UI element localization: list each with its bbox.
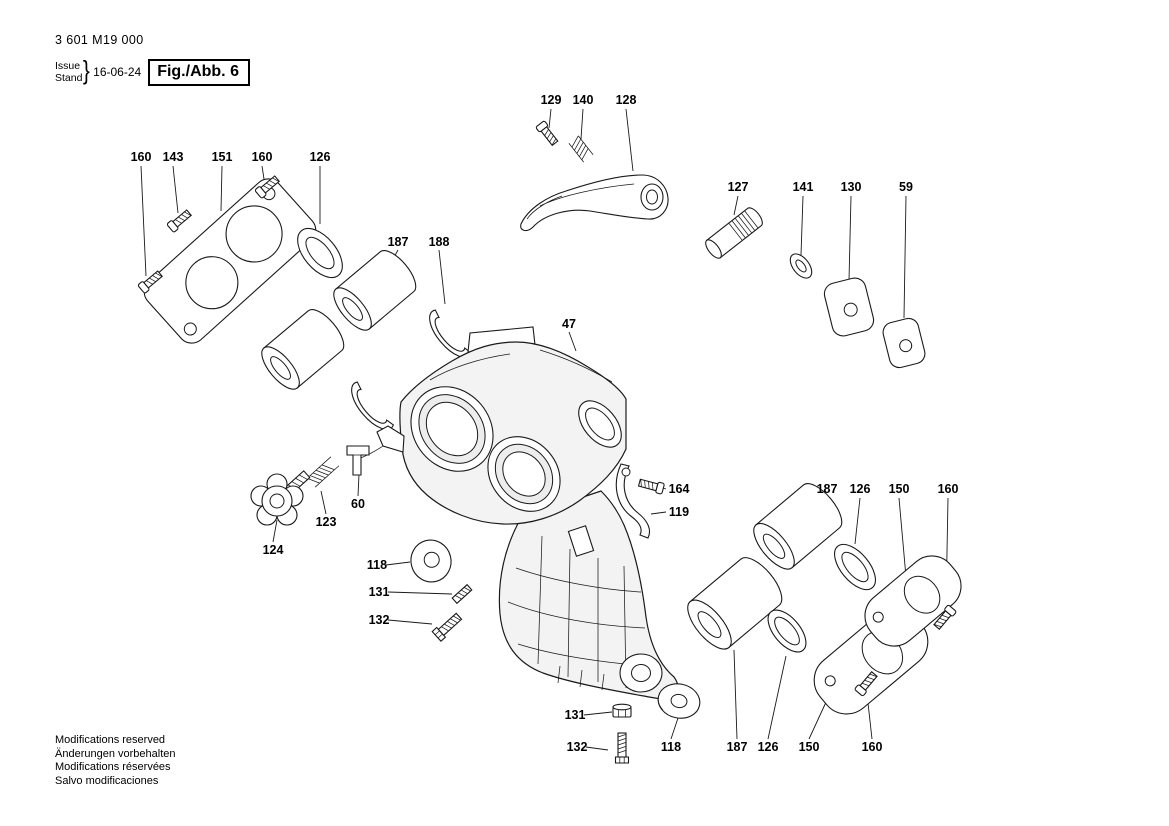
part-140-spring (568, 135, 594, 163)
part-132-bolt-1 (431, 610, 464, 642)
part-label-160: 160 (861, 740, 883, 754)
part-label-150: 150 (888, 482, 910, 496)
part-126-ring-3 (767, 609, 807, 653)
part-143-screw (166, 207, 194, 234)
part-132-bolt-2 (614, 732, 630, 764)
part-124-knob (250, 470, 311, 526)
part-label-188: 188 (428, 235, 450, 249)
part-label-126: 126 (309, 150, 331, 164)
notice-line-fr: Modifications réservées (55, 761, 171, 773)
notice-line-es: Salvo modificaciones (55, 774, 159, 787)
part-188-half-ring-1 (351, 381, 395, 430)
issue-block: Issue Stand } 16-06-24 Fig./Abb. 6 (55, 55, 250, 86)
part-label-128: 128 (615, 93, 637, 107)
part-label-59: 59 (899, 180, 913, 194)
figure-number-box: Fig./Abb. 6 (148, 58, 250, 86)
part-47-housing (357, 326, 679, 702)
part-164-screw (637, 476, 666, 495)
part-label-141: 141 (792, 180, 814, 194)
part-129-screw (535, 120, 560, 148)
part-label-131: 131 (564, 708, 586, 722)
part-label-60: 60 (351, 497, 365, 511)
issue-date: 16-06-24 (93, 65, 142, 79)
part-label-151: 151 (211, 150, 233, 164)
part-label-123: 123 (315, 515, 337, 529)
part-label-124: 124 (262, 543, 284, 557)
modifications-notice: Modifications reserved Änderungen vorbeh… (55, 734, 175, 788)
part-128-handle (520, 174, 669, 232)
part-label-187: 187 (726, 740, 748, 754)
part-187-roller-3 (753, 483, 843, 570)
part-126-ring-1 (297, 227, 343, 279)
notice-line-en: Modifications reserved (55, 734, 166, 746)
part-label-143: 143 (162, 150, 184, 164)
part-label-129: 129 (540, 93, 562, 107)
part-label-160: 160 (130, 150, 152, 164)
issue-label: Issue (55, 60, 81, 72)
part-label-150: 150 (798, 740, 820, 754)
part-119-bracket (615, 463, 651, 539)
issue-brace: } (83, 55, 91, 85)
issue-stand-labels: Issue Stand (55, 60, 82, 84)
part-label-119: 119 (668, 505, 690, 519)
part-118-washer-2 (657, 683, 701, 719)
part-131-nut (612, 703, 632, 718)
part-59-plate (882, 317, 926, 369)
part-label-130: 130 (840, 180, 862, 194)
part-130-plate (823, 277, 875, 337)
part-label-187: 187 (816, 482, 838, 496)
part-118-washer-1 (410, 539, 452, 583)
notice-line-de: Änderungen vorbehalten (55, 747, 176, 760)
part-187-roller-2 (333, 250, 417, 331)
part-151-plate (143, 178, 317, 344)
part-label-127: 127 (727, 180, 749, 194)
part-label-126: 126 (849, 482, 871, 496)
part-150-plate-1 (864, 555, 962, 647)
part-60-clip (346, 445, 370, 476)
part-label-164: 164 (668, 482, 690, 496)
stand-label: Stand (55, 72, 83, 84)
part-label-132: 132 (566, 740, 588, 754)
part-label-118: 118 (366, 558, 388, 572)
part-127-pin (705, 207, 763, 259)
part-187-roller-4 (687, 557, 783, 650)
part-label-126: 126 (757, 740, 779, 754)
part-label-140: 140 (572, 93, 594, 107)
document-part-number: 3 601 M19 000 (55, 33, 144, 47)
part-123-spring (306, 456, 340, 488)
part-label-160: 160 (937, 482, 959, 496)
part-label-187: 187 (387, 235, 409, 249)
part-131-stud-1 (451, 583, 473, 605)
part-187-roller-1 (261, 309, 345, 390)
part-126-ring-2 (834, 543, 876, 591)
part-label-47: 47 (562, 317, 576, 331)
part-label-160: 160 (251, 150, 273, 164)
part-141-washer (789, 253, 813, 279)
part-label-132: 132 (368, 613, 390, 627)
part-label-118: 118 (660, 740, 682, 754)
part-label-131: 131 (368, 585, 390, 599)
